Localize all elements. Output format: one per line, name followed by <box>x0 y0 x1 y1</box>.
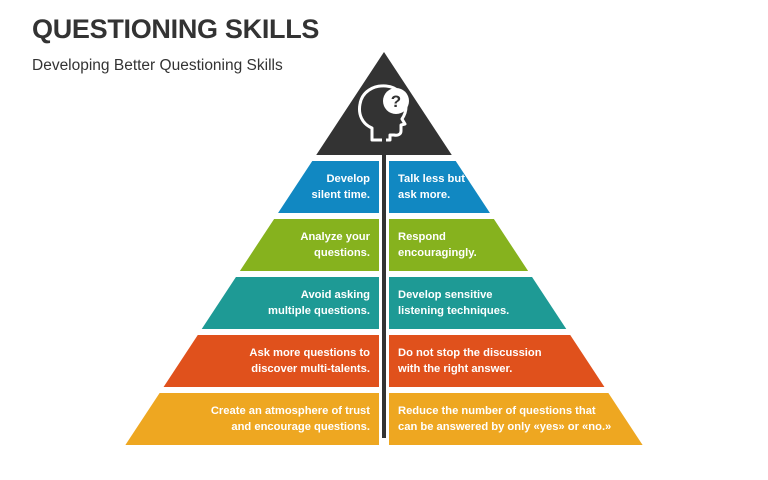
svg-text:?: ? <box>391 92 401 111</box>
tier-text-line: Ask more questions to <box>249 347 370 359</box>
tier-3-right-text: Develop sensitive listening techniques. <box>398 287 509 319</box>
tier-4-right <box>389 335 605 387</box>
tier-1-right-text: Talk less but ask more. <box>398 171 465 203</box>
tier-text-line: can be answered by only «yes» or «no.» <box>398 421 612 433</box>
tier-text-line: Avoid asking <box>300 289 370 301</box>
head-question-icon: ? <box>358 84 409 142</box>
tier-5-left <box>125 393 379 445</box>
tier-text-line: questions. <box>314 247 370 259</box>
tier-2-right-text: Respond encouragingly. <box>398 229 477 261</box>
pyramid-spine <box>382 120 386 438</box>
tier-text-line: Develop <box>326 173 370 185</box>
tier-5-left-text: Create an atmosphere of trust and encoura… <box>211 403 370 435</box>
tier-2-left <box>239 219 379 271</box>
page-subtitle: Developing Better Questioning Skills <box>32 57 283 74</box>
tier-4-left <box>163 335 379 387</box>
tier-4-right-text: Do not stop the discussion with the right… <box>398 345 542 377</box>
tier-text-line: Analyze your <box>300 231 370 243</box>
tier-1-left-text: Develop silent time. <box>312 171 370 203</box>
tier-2-left-text: Analyze your questions. <box>300 229 370 261</box>
tier-3-left-text: Avoid asking multiple questions. <box>268 287 370 319</box>
tier-text-line: listening techniques. <box>398 305 510 317</box>
tier-text-line: Do not stop the discussion <box>398 347 542 359</box>
tier-text-line: multiple questions. <box>268 305 370 317</box>
tier-5-right <box>389 393 643 445</box>
tier-text-line: silent time. <box>311 189 370 201</box>
page-title: QUESTIONING SKILLS <box>32 14 320 44</box>
tier-text-line: encouragingly. <box>398 247 477 259</box>
tier-text-line: discover multi-talents. <box>251 363 370 375</box>
tier-text-line: ask more. <box>398 189 451 201</box>
tier-5-right-text: Reduce the number of questions that can b… <box>398 403 611 435</box>
tier-4-left-text: Ask more questions to discover multi-tale… <box>249 345 370 377</box>
tier-1-right <box>389 161 490 213</box>
tier-text-line: with the right answer. <box>398 363 513 375</box>
tier-2-right <box>389 219 529 271</box>
tier-text-line: Talk less but <box>398 173 465 185</box>
tier-1-left <box>278 161 379 213</box>
tier-text-line: Reduce the number of questions that <box>398 405 596 417</box>
tier-text-line: Respond <box>398 231 446 243</box>
tier-text-line: Create an atmosphere of trust <box>210 405 370 417</box>
tier-3-right <box>389 277 567 329</box>
tier-3-left <box>201 277 379 329</box>
tier-text-line: Develop sensitive <box>398 289 493 301</box>
tier-text-line: and encourage questions. <box>231 421 370 433</box>
